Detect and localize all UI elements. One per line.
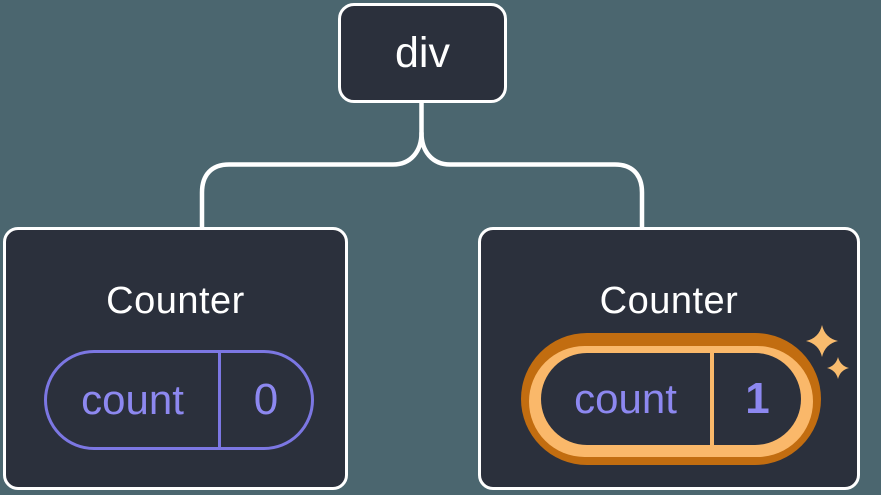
- highlight-ring-inner: count 1: [529, 346, 813, 457]
- state-value-segment: 0: [221, 353, 311, 447]
- connector-left-branch: [199, 98, 424, 230]
- state-pill-divider: [710, 353, 714, 445]
- component-title: Counter: [106, 280, 245, 322]
- sparkle-icon: [806, 325, 849, 379]
- state-key-segment: count: [47, 353, 218, 447]
- state-value: 0: [253, 375, 279, 424]
- state-key-label: count: [574, 375, 677, 422]
- highlight-ring-outer: count 1: [521, 333, 821, 465]
- state-pill: count 0: [44, 350, 314, 450]
- connector-right-branch: [419, 130, 645, 230]
- state-pill-divider: [218, 353, 221, 447]
- sparkle-large-icon: [806, 325, 838, 357]
- state-key-label: count: [81, 376, 184, 423]
- root-node-div: div: [338, 3, 507, 103]
- sparkle-small-icon: [827, 357, 849, 379]
- counter-card-left: Counter count 0: [3, 227, 348, 490]
- root-node-label: div: [395, 28, 450, 77]
- state-value: 1: [745, 374, 770, 423]
- state-value-segment: 1: [714, 353, 801, 445]
- component-title: Counter: [599, 280, 739, 322]
- counter-card-right: Counter count 1: [478, 227, 860, 490]
- state-key-segment: count: [541, 353, 710, 445]
- state-pill-highlighted: count 1: [541, 353, 801, 445]
